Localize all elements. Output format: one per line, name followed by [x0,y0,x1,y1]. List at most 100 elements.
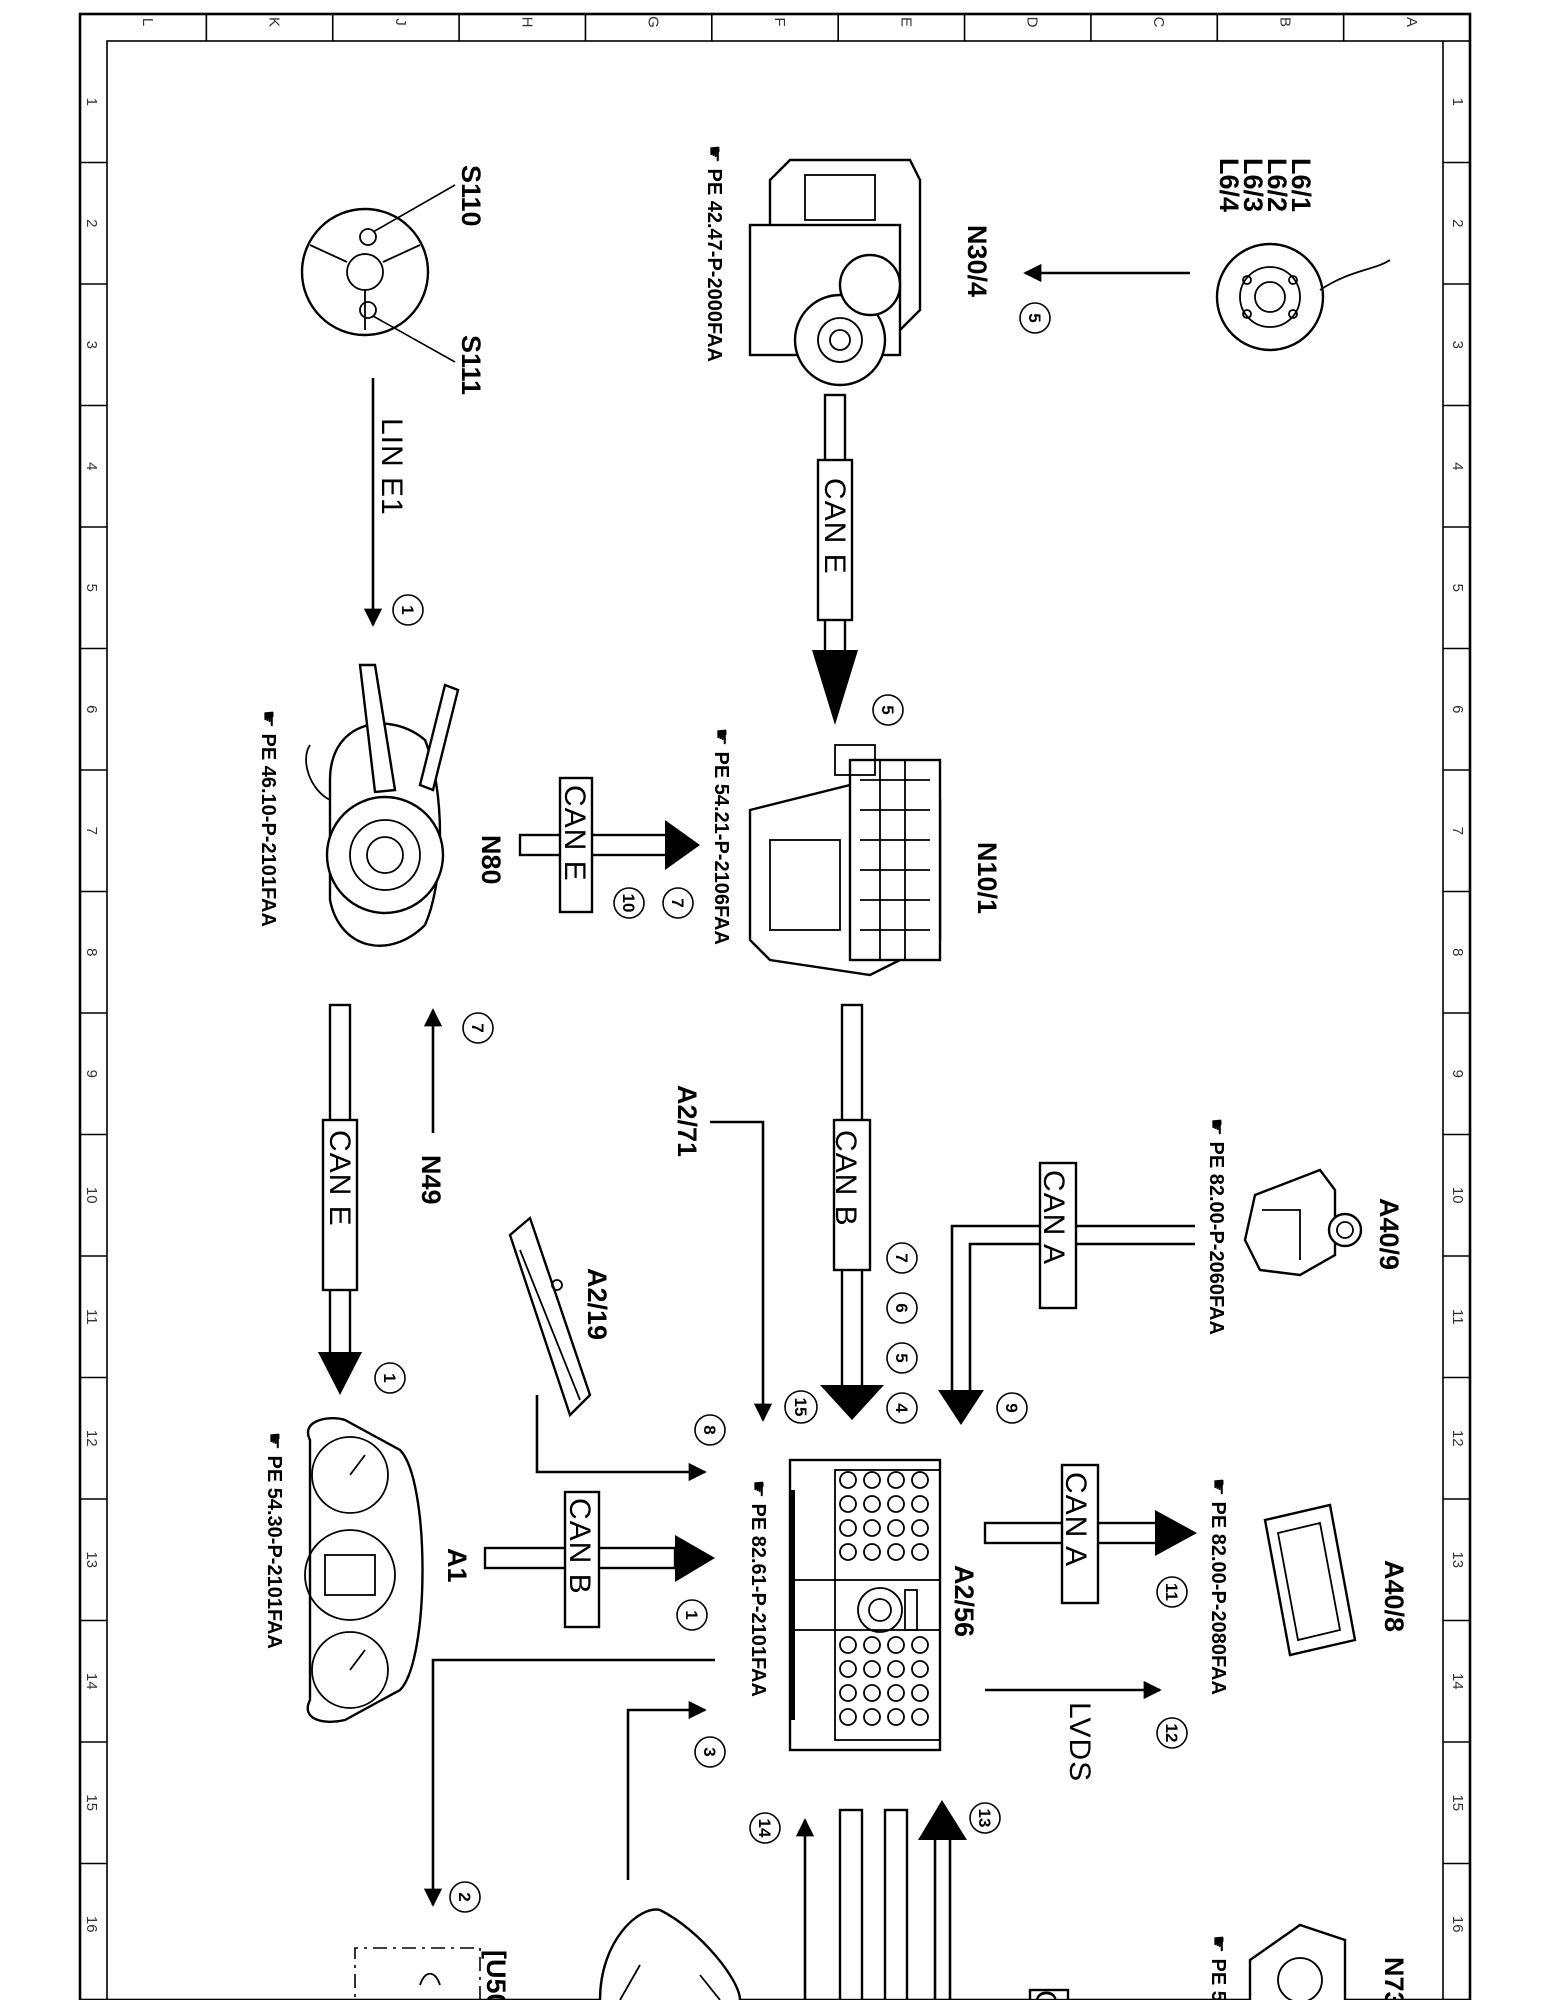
marker-circle [784,1390,818,1424]
head-unit-button [887,1684,905,1702]
head-unit-button [887,1543,905,1561]
instrument-cluster-a1 [304,1417,424,1723]
marker-circle [1156,1717,1188,1749]
a1-ref: ☛ PE 54.30-P-2101FAA [263,1432,285,1649]
bottom-bus-lines [795,1800,967,2002]
a40-8-label: A40/8 [1379,1560,1409,1632]
head-unit-button [911,1684,929,1702]
head-unit-button [887,1471,905,1489]
marker-circle [969,1802,1001,1834]
a2-71-arrow [710,1120,773,1422]
s110-label: S110 [456,165,486,227]
grid-column-label: C [1150,17,1167,28]
grid-row-label-left: 11 [83,1309,100,1325]
grid-row-label-right: 12 [1449,1430,1466,1447]
grid-row-label-left: 16 [83,1916,100,1933]
can-e-mid-label: CAN E [558,785,591,882]
grid-row-label-right: 8 [1449,948,1466,956]
head-unit-button [863,1708,881,1726]
l6-label: L6/1L6/2L6/3L6/4 [1214,158,1316,212]
a2-56-label: A2/56 [949,1565,979,1637]
grid-row-label-left: 15 [83,1794,100,1811]
steering-column-module-n80 [305,663,460,947]
grid-row-label-right: 4 [1449,462,1466,470]
grid-row-label-right: 14 [1449,1673,1466,1690]
head-unit-button [863,1471,881,1489]
can-a-lower-label: CAN A [1059,1472,1092,1567]
can-a-bottom-label: CA [1029,1990,1062,2000]
head-unit-button [839,1636,857,1654]
head-unit-button [839,1543,857,1561]
grid-row-label-right: 13 [1449,1551,1466,1568]
marker-number: 6 [892,1303,911,1312]
a1-label: A1 [442,1548,472,1583]
marker-circle [374,1362,406,1394]
grid-row-label-left: 5 [83,584,100,592]
display-a40-8 [1263,1503,1357,1657]
marker-number: 5 [878,705,897,714]
can-e-bus-left [318,1003,362,1395]
grid-row-label-left: 12 [83,1430,100,1447]
head-unit-button [887,1495,905,1513]
n73-component-partial [1248,1923,1347,2003]
marker-number: 11 [1162,1583,1181,1601]
marker-circle [449,1881,481,1913]
grid-column-label: D [1024,17,1041,28]
can-b-bus-low [483,1490,715,1629]
a2-component-partial [598,1908,742,2001]
grid-row-label-right: 2 [1449,219,1466,227]
head-unit-button [887,1708,905,1726]
marker-number: 8 [700,1425,719,1434]
marker-number: 9 [1002,1403,1021,1412]
can-a-bus-upper [938,1161,1195,1425]
marker-number: 14 [755,1819,774,1838]
u50-label: [U50 [481,1950,511,2000]
marker-number: 3 [700,1747,719,1756]
n49-label: N49 [416,1155,446,1205]
grid-row-label-right: 15 [1449,1794,1466,1811]
grid-row-label-left: 4 [83,462,100,470]
n73-ref: ☛ PE 54. [1207,1935,1229,2000]
can-e-bus-mid [518,776,700,914]
marker-circle [886,1292,918,1324]
sam-unit-n10-1 [748,744,942,977]
can-b-low-label: CAN B [563,1498,596,1595]
n80-ref: ☛ PE 46.10-P-2101FAA [257,710,279,927]
a40-8-ref: ☛ PE 82.00-P-2080FAA [1207,1478,1229,1695]
n80-label: N80 [476,835,506,885]
a2-19-label: A2/19 [582,1268,612,1340]
a2-19-arrow [535,1395,707,1482]
head-unit-button [863,1519,881,1537]
marker-number: 15 [791,1398,810,1417]
marker-circle [886,1342,918,1374]
grid-row-label-right: 11 [1449,1309,1466,1325]
antenna-module-a2-19 [508,1215,592,1418]
can-a-upper-label: CAN A [1037,1170,1070,1265]
line-from-a2 [626,1700,707,1880]
head-unit-button [839,1495,857,1513]
grid-row-label-left: 1 [83,98,100,106]
grid-row-label-right: 3 [1449,341,1466,349]
marker-circle [676,1599,708,1631]
can-b-mid-label: CAN B [829,1130,862,1227]
n10-1-label: N10/1 [972,842,1002,914]
grid-row-label-left: 7 [83,827,100,835]
grid-row-label-left: 8 [83,948,100,956]
grid-row-label-right: 7 [1449,827,1466,835]
marker-number: 5 [892,1353,911,1362]
head-unit-button [887,1660,905,1678]
a2-56-ref: ☛ PE 82.61-P-2101FAA [747,1480,769,1697]
head-unit-button [911,1471,929,1489]
marker-number: 12 [1162,1724,1181,1743]
grid-column-label: H [518,17,535,28]
grid-row-label-left: 3 [83,341,100,349]
marker-number: 7 [468,1023,487,1032]
marker-circle [392,594,424,626]
head-unit-button [911,1708,929,1726]
marker-circle [462,1012,494,1044]
s111-label: S111 [456,335,486,395]
head-unit-button [839,1471,857,1489]
marker-number: 10 [619,894,638,913]
